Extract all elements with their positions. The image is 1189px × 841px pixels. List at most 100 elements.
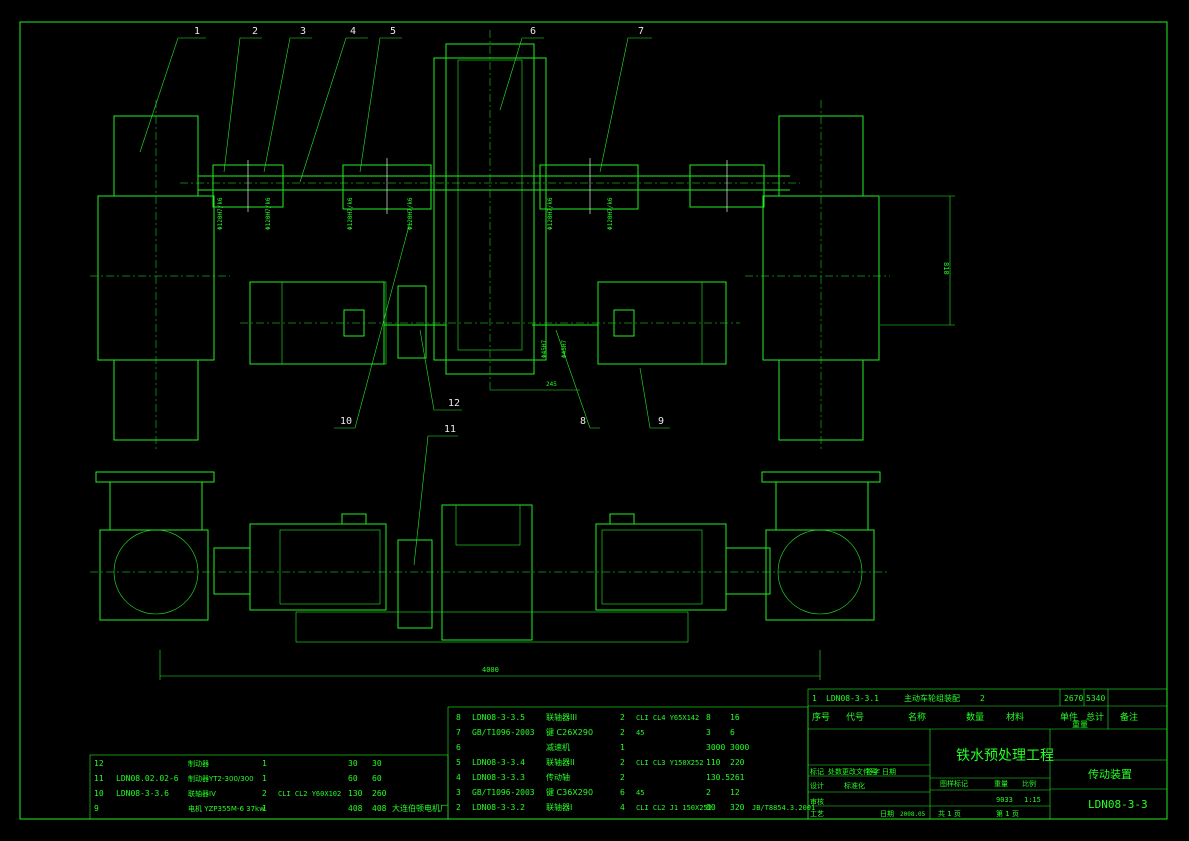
bom-row-mass-total: 6: [730, 728, 735, 737]
bom-row-mass-unit: 3000: [706, 743, 725, 752]
drawing-number: LDN08-3-3: [1088, 798, 1148, 811]
ref-qty: 2: [980, 694, 985, 703]
bom-row-material: CLI CL2 J1 150X252: [636, 804, 712, 812]
bom-row-mass-total: 30: [372, 759, 382, 768]
bom-row-mass-unit: 60: [348, 774, 358, 783]
bom-row-code: GB/T1096-2003: [472, 788, 535, 797]
title-label: 日期: [882, 768, 896, 776]
bom-row-no: 11: [94, 774, 104, 783]
bom-row-no: 2: [456, 803, 461, 812]
fit-label: Φ120H7/k6: [407, 197, 414, 230]
bom-row-mass-total: 60: [372, 774, 382, 783]
bom-row-qty: 1: [262, 804, 267, 813]
ref-mass-unit: 2670: [1064, 694, 1083, 703]
bom-row-name: 制动器: [188, 759, 209, 768]
balloon-6: 6: [530, 26, 536, 37]
title-label: 审核: [810, 797, 824, 806]
title-label: 设计: [810, 781, 824, 790]
dim-overall: 4000: [482, 666, 499, 674]
title-label: 标记: [810, 767, 824, 776]
ref-no: 1: [812, 694, 817, 703]
fit-label: Φ120H7/k6: [217, 197, 224, 230]
bom-row-mass-total: 3000: [730, 743, 749, 752]
bom-row-name: 联轴器I: [546, 802, 572, 812]
fit-label: Φ45H7: [561, 340, 568, 358]
title-mass: 9033: [996, 796, 1013, 804]
bom-row-name: 键 C26X290: [546, 727, 593, 737]
bom-row-name: 制动器YT2-300/300: [188, 774, 254, 783]
title-label: 标准化: [844, 781, 865, 790]
title-label: 签字: [866, 767, 880, 776]
bom-row-mass-unit: 30: [348, 759, 358, 768]
bom-row-mass-unit: 408: [348, 804, 363, 813]
bom-row-mass-total: 16: [730, 713, 740, 722]
bom-row-code: LDN08-3-3.6: [116, 789, 169, 798]
bom-row-qty: 1: [620, 743, 625, 752]
balloon-1: 1: [194, 26, 200, 37]
bom-row-no: 9: [94, 804, 99, 813]
title-label: 工艺: [810, 810, 824, 818]
bom-row-no: 6: [456, 743, 461, 752]
balloon-12: 12: [448, 398, 460, 409]
bom-row-mass-unit: 130.5: [706, 773, 730, 782]
bom-header-cell: 序号: [812, 711, 830, 723]
bom-row-no: 10: [94, 789, 104, 798]
sheet-total: 共 1 页: [938, 809, 961, 818]
bom-row-code: LDN08-3-3.4: [472, 758, 525, 767]
sheet-number: 第 1 页: [996, 809, 1019, 818]
bom-row-material: CLI CL3 Y150X252: [636, 759, 703, 767]
bom-row-no: 8: [456, 713, 461, 722]
bom-row-no: 3: [456, 788, 461, 797]
bom-row-material: 45: [636, 789, 644, 797]
bom-header-cell: 总计: [1086, 711, 1104, 723]
title-label: 日期: [880, 810, 894, 818]
bom-row-mass-unit: 8: [706, 713, 711, 722]
drawing-frame: [19, 21, 1168, 820]
bom-row-mass-total: 220: [730, 758, 745, 767]
bom-row-code: LDN08-3-3.2: [472, 803, 525, 812]
ref-code: LDN08-3-3.1: [826, 694, 879, 703]
bom-row-name: 减速机: [546, 742, 570, 752]
balloon-2: 2: [252, 26, 258, 37]
balloon-9: 9: [658, 416, 664, 427]
bom-row-note: JB/T8854.3.2001: [752, 804, 815, 812]
date-code: 2008.05: [900, 811, 926, 818]
leader-lines: [139, 37, 670, 566]
bom-row-mass-total: 408: [372, 804, 387, 813]
bom-row-no: 4: [456, 773, 461, 782]
bom-row-material: 45: [636, 729, 644, 737]
bom-header-cell: 数量: [966, 711, 984, 723]
balloon-4: 4: [350, 26, 356, 37]
bom-row-mass-total: 260: [372, 789, 387, 798]
project-name: 铁水预处理工程: [956, 748, 1054, 764]
bom-row-qty: 2: [620, 773, 625, 782]
title-scale: 1:15: [1024, 796, 1041, 804]
bom-row-name: 电机 YZP355M-6 37kw: [188, 804, 265, 813]
bom-row-code: GB/T1096-2003: [472, 728, 535, 737]
balloon-3: 3: [300, 26, 306, 37]
bom-row-qty: 2: [262, 789, 267, 798]
dim-offset: 245: [546, 381, 557, 388]
bom-row-qty: 1: [262, 759, 267, 768]
bom-row-code: LDN08.02.02-6: [116, 774, 179, 783]
bom-row-name: 联轴器II: [546, 757, 575, 767]
bom-row-mass-total: 12: [730, 788, 740, 797]
bom-row-material: CLI CL2 Y60X102: [278, 790, 341, 798]
bom-row-mass-unit: 130: [348, 789, 363, 798]
plan-view: [90, 30, 955, 450]
ref-name: 主动车轮组装配: [904, 693, 960, 703]
bom-row-qty: 4: [620, 803, 625, 812]
dim-height: 810: [942, 262, 950, 275]
bom-row-code: LDN08-3-3.3: [472, 773, 525, 782]
bom-row-name: 传动轴: [546, 772, 570, 782]
title-label: 更改文件号: [842, 767, 877, 776]
bom-row-qty: 1: [262, 774, 267, 783]
fit-label: Φ120H7/k6: [347, 197, 354, 230]
elevation-view: [90, 471, 890, 680]
balloon-8: 8: [580, 416, 586, 427]
drawing-title: 传动装置: [1088, 768, 1132, 781]
title-label: 重量: [994, 780, 1008, 788]
title-label: 图样标记: [940, 779, 968, 788]
ref-mass-total: 5340: [1086, 694, 1105, 703]
